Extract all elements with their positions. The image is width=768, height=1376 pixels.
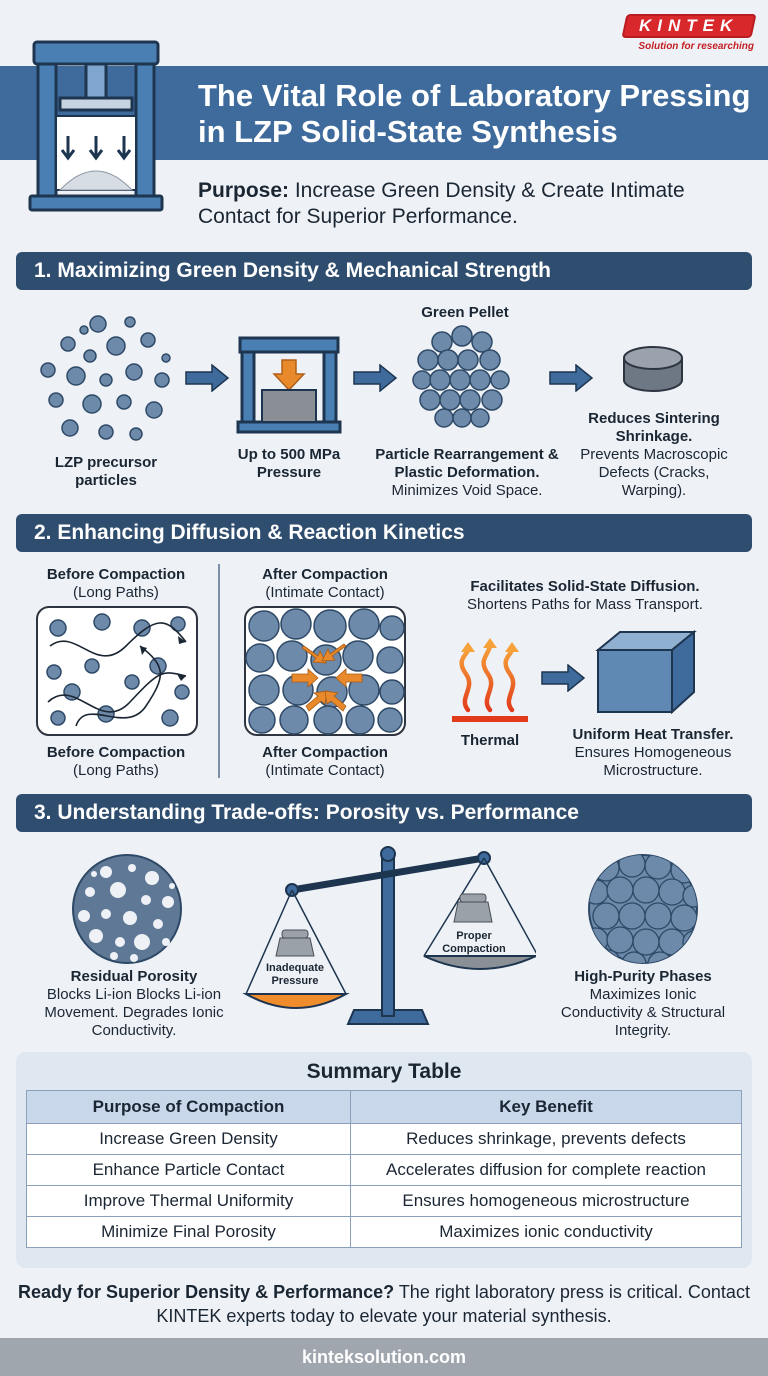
table-cell: Improve Thermal Uniformity: [26, 1185, 351, 1217]
uniform-block-graphic: [595, 629, 697, 715]
column-header: Key Benefit: [350, 1090, 742, 1124]
logo-badge: KINTEK: [621, 14, 757, 38]
heat-waves-icon: [452, 638, 528, 722]
pressure-label: Up to 500 MPa Pressure: [214, 446, 364, 482]
left-pan-label-text: Inadequate Pressure: [265, 962, 325, 987]
thermal-label-text: Thermal: [460, 732, 520, 749]
cta-text: The right laboratory press is critical. …: [156, 1282, 750, 1326]
section1-header: 1. Maximizing Green Density & Mechanical…: [16, 252, 752, 290]
before-compaction-bold: Before Compaction: [46, 744, 186, 761]
green-pellet-graphic: [412, 325, 510, 428]
pressure-label-text: Up to 500 MPa Pressure: [237, 446, 341, 481]
shrinkage-description-bold: Reduces Sintering Shrinkage.: [588, 410, 720, 445]
thermal-label: Thermal: [440, 732, 540, 750]
section2-divider: [218, 564, 220, 778]
section2-header: 2. Enhancing Diffusion & Reaction Kineti…: [16, 514, 752, 552]
heat-transfer-bold: Uniform Heat Transfer.: [572, 726, 734, 743]
pellet-description: Particle Rearrangement & Plastic Deforma…: [366, 446, 568, 500]
heat-transfer-text: Ensures Homogeneous Microstructure.: [574, 744, 732, 779]
diffusion-description-bold: Facilitates Solid-State Diffusion.: [470, 578, 700, 595]
heat-transfer-description: Uniform Heat Transfer.Ensures Homogeneou…: [558, 726, 748, 780]
cta-bold: Ready for Superior Density & Performance…: [18, 1282, 395, 1302]
purpose-text: Increase Green Density & Create Intimate…: [198, 179, 685, 228]
arrow-right-icon: [549, 364, 594, 392]
arrow-right-icon: [185, 364, 230, 392]
before-compaction-bold: Before Compaction: [46, 566, 186, 583]
balance-scale-graphic: [242, 846, 536, 1025]
shrinkage-description-text: Prevents Macroscopic Defects (Cracks, Wa…: [580, 446, 728, 499]
summary-table: Purpose of Compaction Key Benefit Increa…: [26, 1090, 742, 1248]
after-compaction-bold: After Compaction: [262, 744, 388, 761]
purpose-label: Purpose:: [198, 179, 290, 202]
table-cell: Reduces shrinkage, prevents defects: [350, 1123, 742, 1155]
green-pellet-title-text: Green Pellet: [421, 304, 509, 321]
porosity-description-bold: Residual Porosity: [70, 968, 198, 985]
dense-structure-graphic: [588, 854, 698, 964]
precursor-particles-graphic: [40, 315, 171, 441]
before-compaction-label-bottom: Before Compaction(Long Paths): [26, 744, 206, 780]
after-compaction-text: (Intimate Contact): [265, 762, 385, 779]
porous-structure-graphic: [72, 854, 182, 964]
call-to-action: Ready for Superior Density & Performance…: [10, 1280, 758, 1328]
before-compaction-graphic: [36, 606, 198, 736]
before-compaction-text: (Long Paths): [73, 584, 159, 601]
precursor-label-text: LZP precursor particles: [54, 454, 158, 489]
table-cell: Maximizes ionic conductivity: [350, 1216, 742, 1248]
before-compaction-text: (Long Paths): [73, 762, 159, 779]
pellet-description-text: Minimizes Void Space.: [391, 482, 543, 499]
kintek-logo: KINTEK Solution for researching: [621, 14, 757, 56]
summary-panel: Summary Table Purpose of Compaction Key …: [16, 1052, 752, 1268]
arrow-right-icon: [353, 364, 398, 392]
purity-description-bold: High-Purity Phases: [574, 968, 712, 985]
table-cell: Increase Green Density: [26, 1123, 351, 1155]
arrow-right-icon: [541, 664, 586, 692]
purity-description-text: Maximizes Ionic Conductivity & Structura…: [560, 986, 726, 1039]
footer-link[interactable]: kinteksolution.com: [0, 1338, 768, 1376]
diffusion-description-text: Shortens Paths for Mass Transport.: [467, 596, 703, 613]
after-compaction-label-bottom: After Compaction(Intimate Contact): [236, 744, 414, 780]
table-cell: Enhance Particle Contact: [26, 1154, 351, 1186]
page-title: The Vital Role of Laboratory Pressing in…: [198, 78, 751, 149]
sintered-disc-graphic: [623, 346, 683, 392]
after-compaction-label-top: After Compaction(Intimate Contact): [236, 566, 414, 602]
shrinkage-description: Reduces Sintering Shrinkage.Prevents Mac…: [572, 410, 736, 500]
diffusion-description: Facilitates Solid-State Diffusion.Shorte…: [432, 578, 738, 614]
table-cell: Minimize Final Porosity: [26, 1216, 351, 1248]
logo-text: KINTEK: [639, 16, 739, 35]
left-pan-label: Inadequate Pressure: [246, 962, 344, 988]
right-pan-label-text: Proper Compaction: [442, 930, 506, 955]
pellet-description-bold: Particle Rearrangement & Plastic Deforma…: [375, 446, 559, 481]
porosity-description-text: Blocks Li-ion Blocks Li-ion Movement. De…: [44, 986, 224, 1039]
column-header: Purpose of Compaction: [26, 1090, 351, 1124]
purpose-statement: Purpose: Increase Green Density & Create…: [198, 178, 758, 230]
after-compaction-text: (Intimate Contact): [265, 584, 385, 601]
summary-title: Summary Table: [306, 1060, 462, 1083]
mini-press-icon: [236, 336, 342, 434]
after-compaction-bold: After Compaction: [262, 566, 388, 583]
lab-press-icon: [28, 40, 164, 212]
green-pellet-title: Green Pellet: [390, 304, 540, 322]
logo-tagline: Solution for researching: [638, 41, 754, 52]
table-cell: Accelerates diffusion for complete react…: [350, 1154, 742, 1186]
section3-header: 3. Understanding Trade-offs: Porosity vs…: [16, 794, 752, 832]
table-cell: Ensures homogeneous microstructure: [350, 1185, 742, 1217]
after-compaction-graphic: [244, 606, 406, 736]
right-pan-label: Proper Compaction: [426, 930, 522, 956]
table-header-row: Purpose of Compaction Key Benefit: [26, 1090, 742, 1124]
before-compaction-label-top: Before Compaction(Long Paths): [26, 566, 206, 602]
precursor-label: LZP precursor particles: [26, 454, 186, 490]
